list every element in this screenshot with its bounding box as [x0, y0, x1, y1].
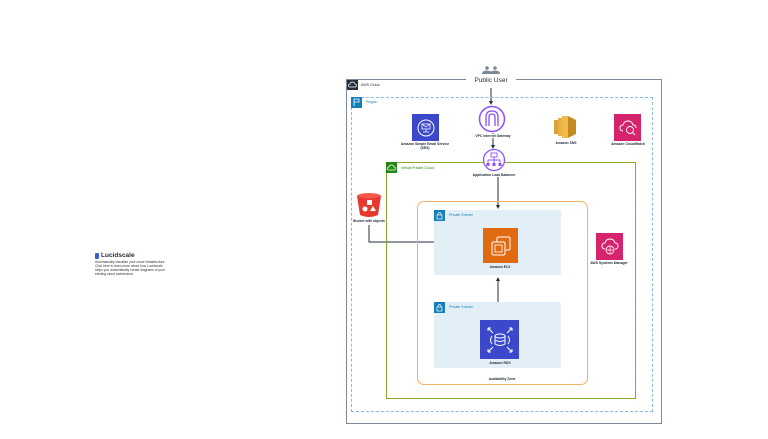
s3-to-subnet-edge [368, 225, 434, 243]
ses-label: Amazon Simple Email Service (SES) [400, 142, 450, 150]
aws-cloud-label: AWS Cloud [361, 83, 380, 87]
sns-label: Amazon SNS [555, 141, 577, 145]
aws-cloud-icon [347, 80, 358, 90]
region-group [351, 97, 653, 412]
cloudwatch-label: Amazon CloudWatch [611, 142, 645, 146]
sns-icon[interactable] [552, 114, 580, 140]
lucidscale-description: Automatically visualize your cloud infra… [95, 260, 166, 276]
s3-bucket-label: Bucket with objects [352, 219, 386, 223]
vpc-label: Virtual Private Cloud [401, 166, 434, 170]
region-flag-icon [351, 97, 362, 108]
lock-icon [434, 302, 445, 313]
load-balancer-label: Application Load Balancer [470, 173, 518, 177]
lucidscale-title: Lucidscale [95, 252, 167, 259]
public-user-icon [478, 66, 504, 74]
rds-label: Amazon RDS [489, 361, 511, 365]
load-balancer-icon[interactable] [482, 148, 506, 172]
internet-gateway-label: VPC Internet Gateway [465, 134, 521, 138]
systems-manager-icon[interactable] [596, 233, 623, 260]
private-subnet-1-label: Private Subnet [449, 213, 473, 217]
lock-icon [434, 210, 445, 221]
internet-gateway-icon[interactable] [478, 105, 506, 133]
availability-zone-label: Availability Zone [488, 377, 516, 381]
s3-bucket-icon[interactable] [355, 192, 383, 218]
ec2-icon[interactable] [483, 228, 518, 263]
lucidscale-title-text: Lucidscale [101, 252, 135, 259]
vpc-cloud-icon [386, 162, 397, 173]
private-subnet-2-label: Private Subnet [449, 305, 473, 309]
cloudwatch-icon[interactable] [614, 114, 641, 141]
vpc-group [386, 162, 636, 399]
rds-icon[interactable] [480, 320, 519, 359]
availability-zone-group [417, 201, 588, 385]
ses-icon[interactable] [412, 114, 439, 141]
lucidscale-logo-icon [95, 252, 99, 259]
public-user-label: Public User [466, 77, 516, 85]
region-label: Region [366, 100, 378, 104]
systems-manager-label: AWS Systems Manager [590, 261, 628, 265]
lucidscale-promo[interactable]: Lucidscale Automatically visualize your … [95, 252, 167, 276]
ec2-label: Amazon EC2 [489, 265, 511, 269]
